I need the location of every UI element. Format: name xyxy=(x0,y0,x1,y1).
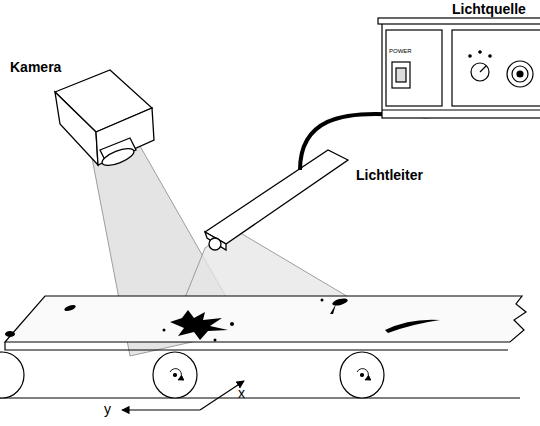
part-label: Lichtquelle xyxy=(452,2,526,17)
axis-label: y xyxy=(104,402,111,417)
axis-label: x xyxy=(238,386,245,401)
part-label: Kamera xyxy=(10,60,61,75)
dirt-spots xyxy=(5,297,440,341)
part-label: Lichtleiter xyxy=(356,168,423,183)
conveyor-belt xyxy=(0,296,526,398)
camera xyxy=(55,70,154,169)
light-source xyxy=(378,18,540,118)
axes xyxy=(122,381,244,410)
panel-label: POWER xyxy=(389,48,412,55)
light-guide xyxy=(205,150,348,250)
